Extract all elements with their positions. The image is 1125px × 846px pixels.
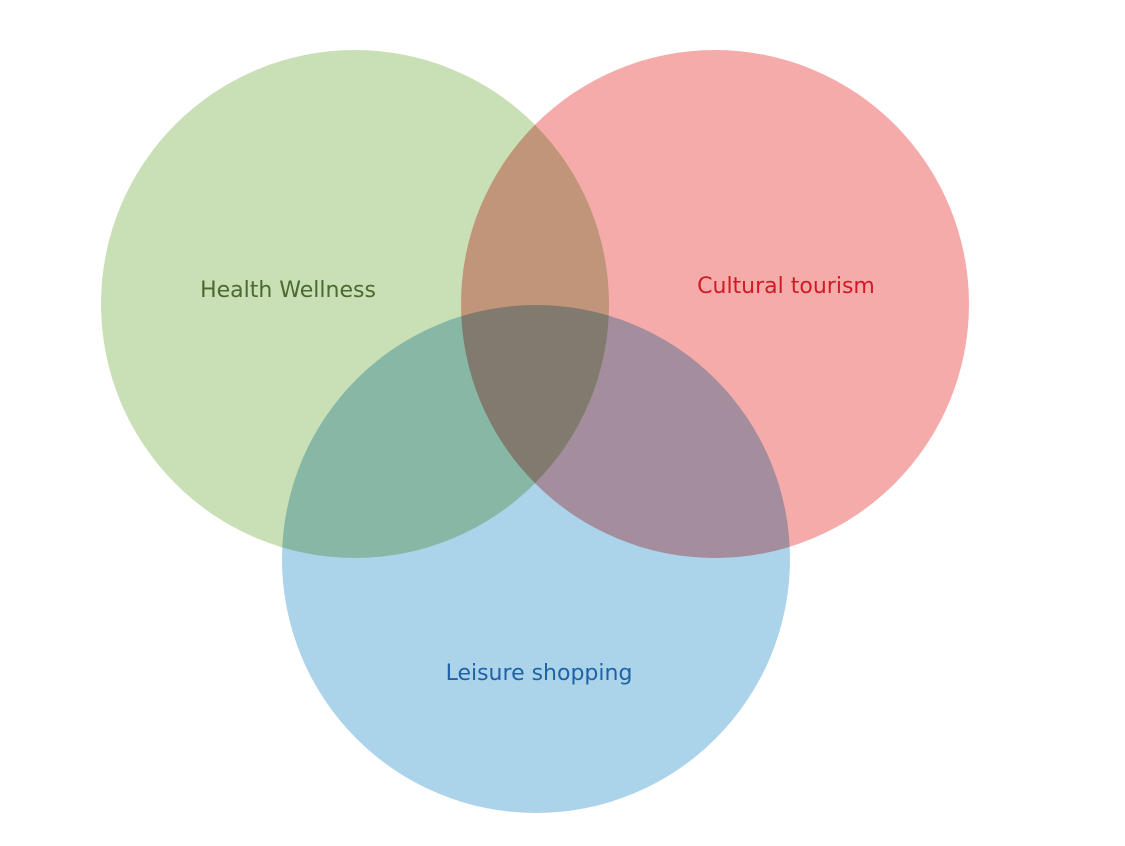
venn-circles [101, 50, 969, 813]
cultural-tourism-label: Cultural tourism [697, 274, 875, 299]
leisure-shopping-circle [282, 305, 790, 813]
venn-labels: Health Wellness Cultural tourism Leisure… [200, 274, 875, 686]
leisure-shopping-label: Leisure shopping [446, 661, 633, 686]
health-wellness-label: Health Wellness [200, 278, 376, 303]
